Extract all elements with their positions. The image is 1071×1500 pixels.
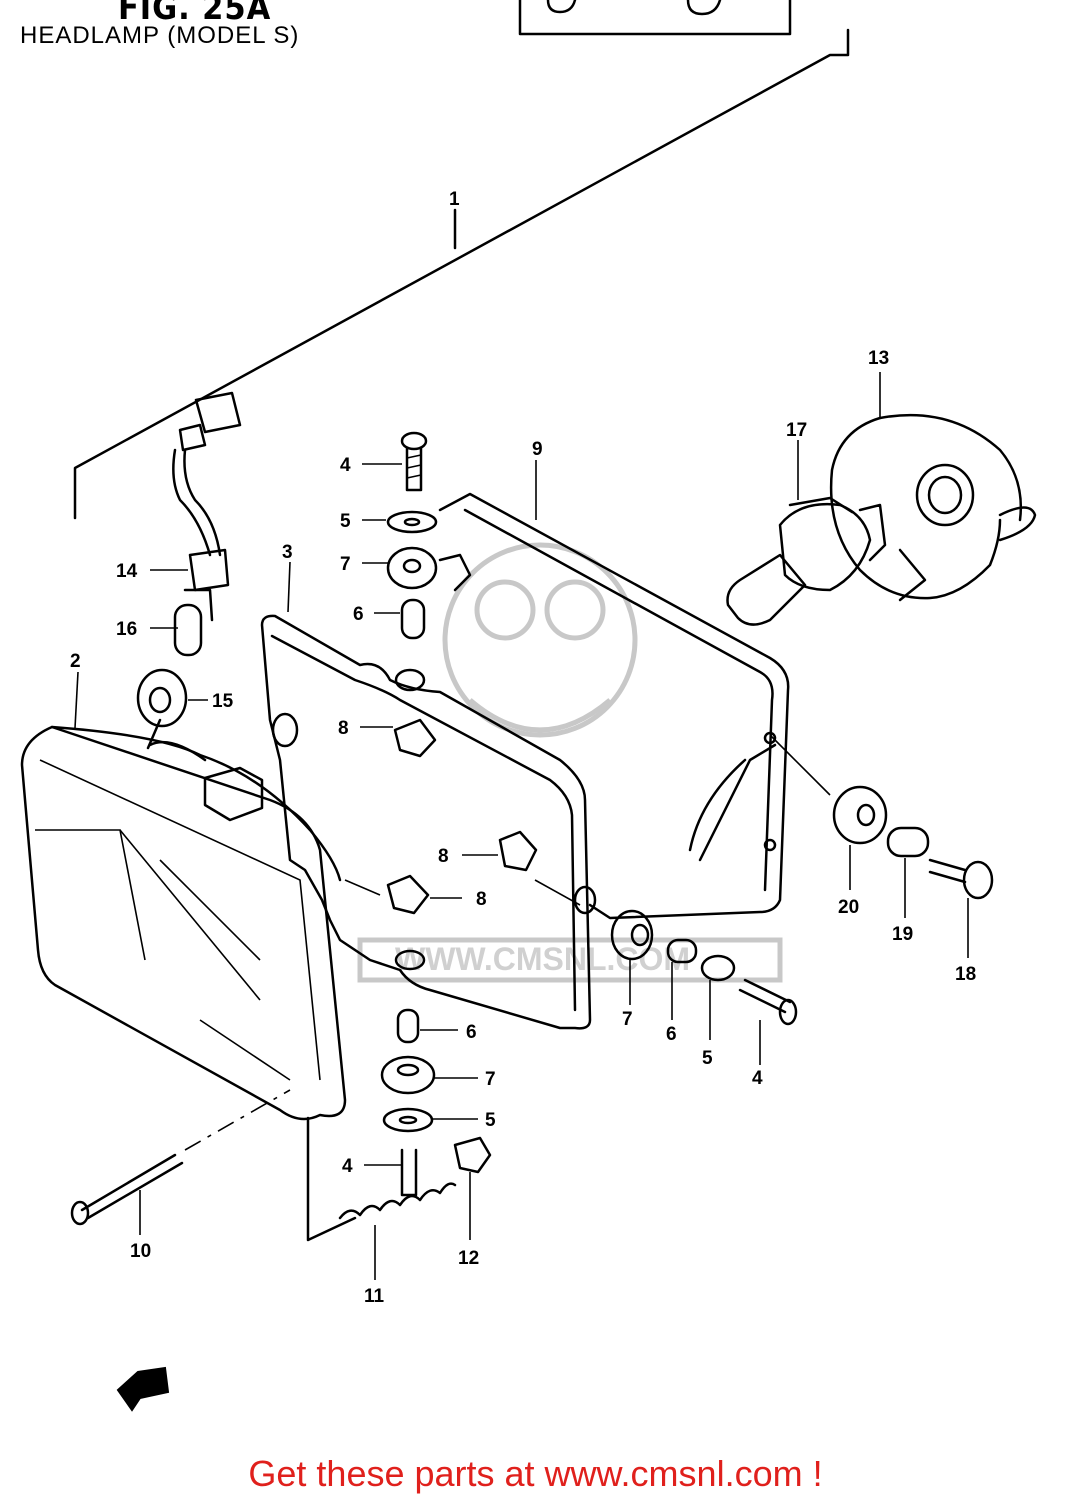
callout-8-upper: 8	[338, 718, 349, 739]
callout-18: 18	[955, 964, 976, 985]
callout-12: 12	[458, 1248, 479, 1269]
callout-8-lower: 8	[476, 889, 487, 910]
callout-14: 14	[116, 561, 138, 582]
headlamp-rim	[260, 614, 592, 1030]
figure-subtitle: HEADLAMP (MODEL S)	[20, 22, 300, 49]
collar-19	[886, 826, 930, 858]
parts-banner-link[interactable]: Get these parts at www.cmsnl.com !	[248, 1453, 823, 1494]
wiring-harness	[172, 391, 242, 657]
callout-4-right: 4	[752, 1068, 763, 1089]
callout-7-lower: 7	[485, 1069, 496, 1090]
callout-11: 11	[364, 1286, 385, 1307]
callout-8-middle: 8	[438, 846, 449, 867]
watermark-logo: WWW.CMSNL.COM	[357, 542, 783, 983]
section-marker-box	[518, 0, 792, 36]
callout-6-lower: 6	[466, 1022, 477, 1043]
leader-lines	[74, 372, 969, 1280]
callout-9: 9	[532, 439, 543, 460]
upper-fastener-stack	[386, 431, 472, 640]
nut-12	[453, 1136, 492, 1174]
callout-5-upper: 5	[340, 511, 351, 532]
callout-6-right: 6	[666, 1024, 677, 1045]
mounting-bracket	[438, 492, 790, 920]
callout-3: 3	[282, 542, 293, 563]
spring-11	[306, 1116, 457, 1242]
watermark-text: WWW.CMSNL.COM	[395, 941, 690, 977]
callout-4-lower: 4	[342, 1156, 353, 1177]
callout-10: 10	[130, 1241, 151, 1262]
halogen-bulb	[726, 496, 887, 626]
headlamp-unit	[20, 725, 347, 1121]
callout-19: 19	[892, 924, 913, 945]
front-direction-arrow	[116, 1366, 170, 1412]
callout-7-upper: 7	[340, 554, 351, 575]
callout-13: 13	[868, 348, 889, 369]
nut-8-middle	[498, 830, 538, 872]
callout-16: 16	[116, 619, 137, 640]
callout-2: 2	[70, 651, 81, 672]
nut-8-upper	[393, 718, 437, 758]
adjusting-screw-10	[70, 1089, 291, 1226]
callout-4-upper: 4	[340, 455, 351, 476]
callout-20: 20	[838, 897, 859, 918]
callout-1: 1	[449, 189, 460, 210]
screw-18	[928, 858, 994, 900]
callout-5-right: 5	[702, 1048, 713, 1069]
lower-fastener-stack	[380, 1008, 436, 1197]
bulb-socket	[829, 413, 1037, 602]
callout-6-upper: 6	[353, 604, 364, 625]
callout-17: 17	[786, 420, 807, 441]
damper-20	[832, 785, 888, 845]
callout-15: 15	[212, 691, 234, 712]
callout-5-lower: 5	[485, 1110, 496, 1131]
right-fastener-stack	[610, 909, 798, 1026]
assembly-bracket-1	[73, 28, 850, 520]
grommet-15	[136, 668, 188, 750]
nut-8-lower	[386, 874, 430, 915]
callout-labels: 1 2 3 4 4 4 5 5 5 6 6 6 7 7 7 8 8 8 9 10…	[70, 189, 976, 1307]
figure-title: FIG. 25A	[118, 0, 272, 28]
callout-7-right: 7	[622, 1009, 633, 1030]
